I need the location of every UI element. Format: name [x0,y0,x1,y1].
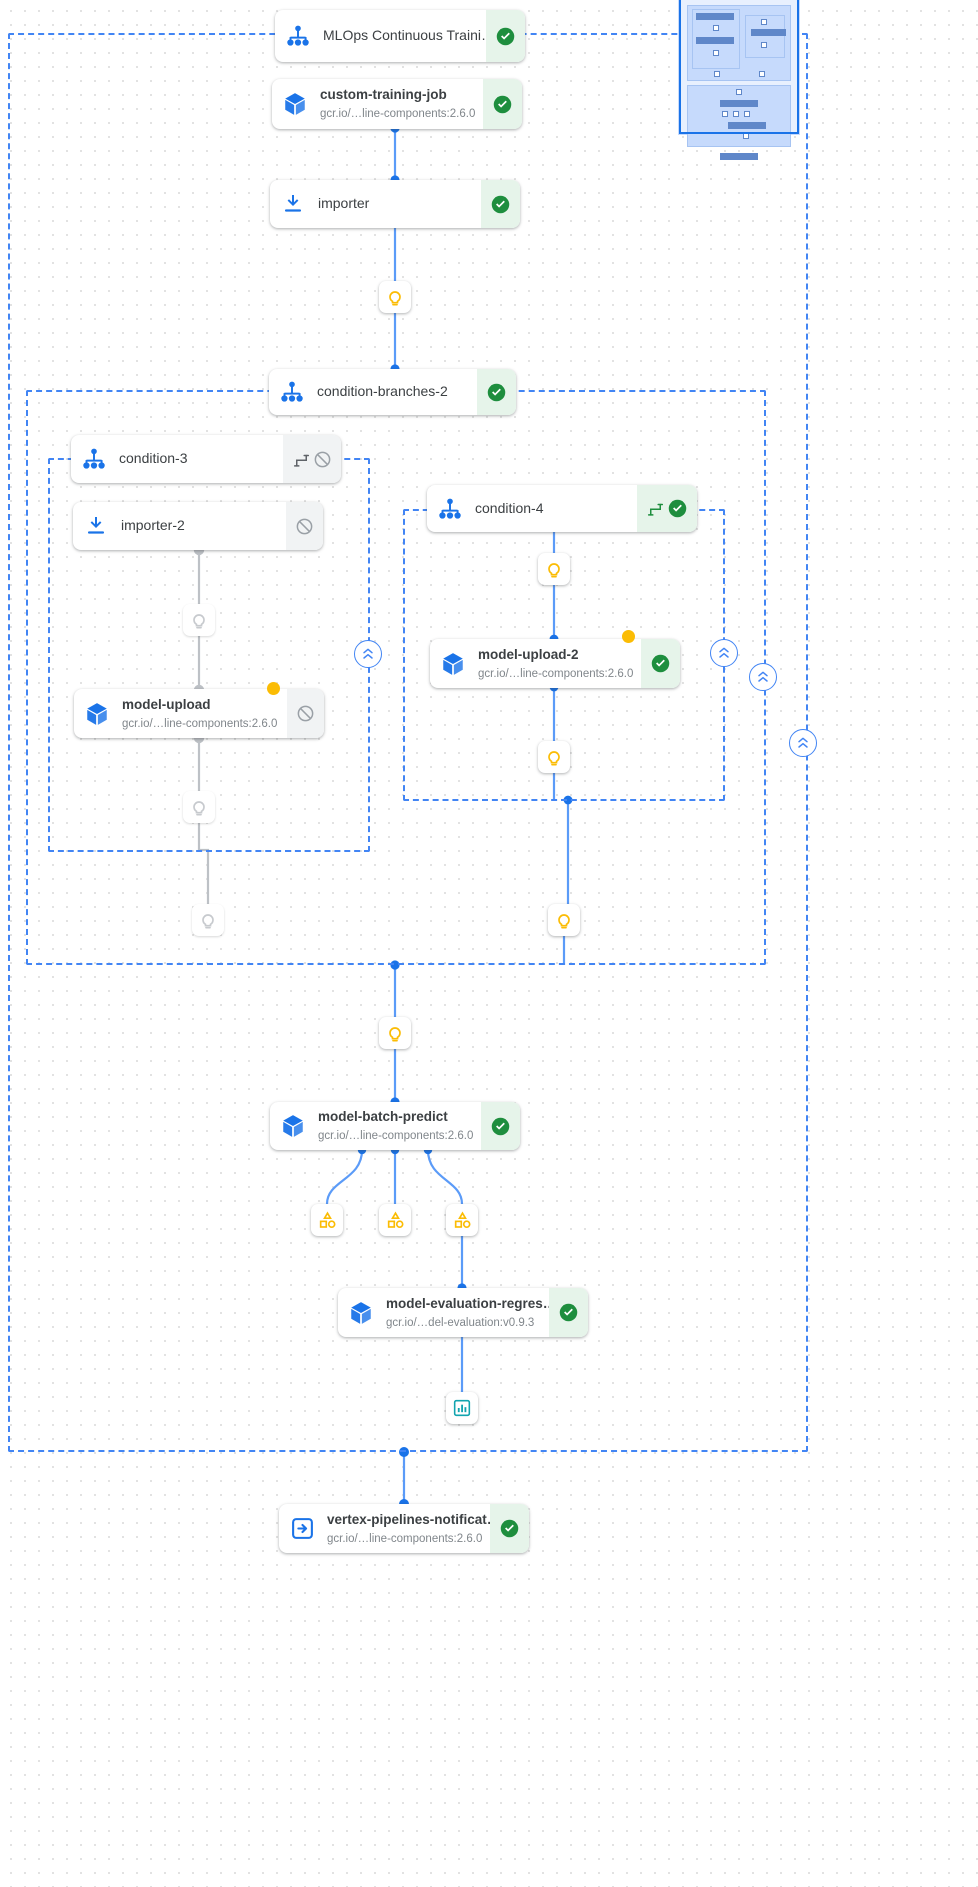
parameter-icon [389,1027,401,1042]
node-title: condition-branches-2 [317,383,448,399]
node-title: model-upload [122,696,211,712]
status-badge [286,502,323,550]
node-model-upload-2[interactable]: model-upload-2 gcr.io/…line-components:2… [430,639,680,688]
artifact-icon [454,1211,471,1228]
node-condition-branches-2[interactable]: condition-branches-2 [269,369,516,415]
component-icon [74,689,120,738]
param-dot-model-upload-2 [622,630,635,643]
component-icon [430,639,476,688]
chip-parameter[interactable] [183,604,215,636]
dag-icon [427,485,473,532]
node-title: importer-2 [121,517,185,533]
status-badge [483,79,522,129]
skipped-icon [296,518,313,534]
status-badge [486,10,525,62]
chip-parameter[interactable] [548,904,580,936]
node-title: model-batch-predict [318,1109,448,1124]
importer-icon [73,502,119,550]
param-dot-model-upload [267,682,280,695]
parameter-icon [548,751,560,766]
chip-artifact[interactable] [311,1204,343,1236]
status-group [637,485,697,532]
branch-icon [293,454,310,467]
minimap-viewport[interactable] [679,0,799,134]
chip-parameter[interactable] [183,791,215,823]
importer-icon [270,180,316,228]
parameter-icon [548,563,560,578]
node-model-evaluation-regression[interactable]: model-evaluation-regres… gcr.io/…del-eva… [338,1288,588,1337]
node-subtitle: gcr.io/…line-components:2.6.0 [327,1532,483,1545]
parameter-icon [389,291,401,306]
node-title: importer [318,195,370,211]
node-subtitle: gcr.io/…line-components:2.6.0 [318,1130,474,1142]
component-icon [270,1102,316,1150]
exit-handler-icon [279,1504,325,1553]
dag-icon [71,435,117,483]
node-subtitle: gcr.io/…del-evaluation:v0.9.3 [386,1316,535,1329]
chip-parameter[interactable] [379,281,411,313]
collapse-icon [758,671,768,682]
chip-artifact[interactable] [379,1204,411,1236]
artifact-icon [387,1211,404,1228]
status-badge [477,369,516,415]
chip-artifact[interactable] [446,1204,478,1236]
node-subtitle: gcr.io/…line-components:2.6.0 [320,108,476,120]
node-title: custom-training-job [320,87,447,102]
status-badge [641,639,680,688]
component-icon [338,1288,384,1337]
metrics-icon [453,1399,471,1417]
dag-icon [269,369,315,415]
parameter-icon [202,914,214,929]
node-title: vertex-pipelines-notificat… [327,1511,490,1527]
node-title: model-upload-2 [478,646,579,662]
branch-icon [647,503,664,516]
node-custom-training-job[interactable]: custom-training-job gcr.io/…line-compone… [272,79,522,129]
parameter-icon [193,614,205,629]
node-title: condition-4 [475,499,544,516]
minimap[interactable] [678,0,800,160]
status-badge [549,1288,588,1337]
success-icon [668,499,687,518]
chip-metrics[interactable] [446,1392,478,1424]
node-subtitle: gcr.io/…line-components:2.6.0 [478,667,634,680]
collapse-condition-4-button[interactable] [710,639,738,667]
chip-parameter[interactable] [379,1017,411,1049]
skipped-icon [314,451,331,467]
node-condition-4[interactable]: condition-4 [427,485,697,532]
status-group [283,435,341,483]
node-condition-3[interactable]: condition-3 [71,435,341,483]
node-mlops-continuous-training[interactable]: MLOps Continuous Traini… [275,10,525,62]
dag-icon [275,10,321,62]
collapse-root-dag-button[interactable] [789,729,817,757]
chip-parameter[interactable] [538,553,570,585]
status-badge [287,689,324,738]
chip-parameter[interactable] [192,904,224,936]
status-badge [481,180,520,228]
node-importer-2[interactable]: importer-2 [73,502,323,550]
component-icon [272,79,318,129]
node-title: condition-3 [119,450,188,466]
collapse-icon [719,647,729,658]
parameter-icon [558,914,570,929]
skipped-icon [297,705,314,722]
node-title: model-evaluation-regres… [386,1295,549,1311]
node-title: MLOps Continuous Traini… [323,27,486,43]
node-model-batch-predict[interactable]: model-batch-predict gcr.io/…line-compone… [270,1102,520,1150]
parameter-icon [193,801,205,816]
collapse-icon [798,737,808,748]
node-vertex-pipelines-notification[interactable]: vertex-pipelines-notificat… gcr.io/…line… [279,1504,529,1553]
collapse-condition-branches-button[interactable] [749,663,777,691]
node-model-upload[interactable]: model-upload gcr.io/…line-components:2.6… [74,689,324,738]
node-importer[interactable]: importer [270,180,520,228]
collapse-condition-3-button[interactable] [354,640,382,668]
chip-parameter[interactable] [538,741,570,773]
status-badge [490,1504,529,1553]
status-badge [481,1102,520,1150]
collapse-icon [363,648,373,659]
node-subtitle: gcr.io/…line-components:2.6.0 [122,717,278,730]
artifact-icon [319,1211,336,1228]
